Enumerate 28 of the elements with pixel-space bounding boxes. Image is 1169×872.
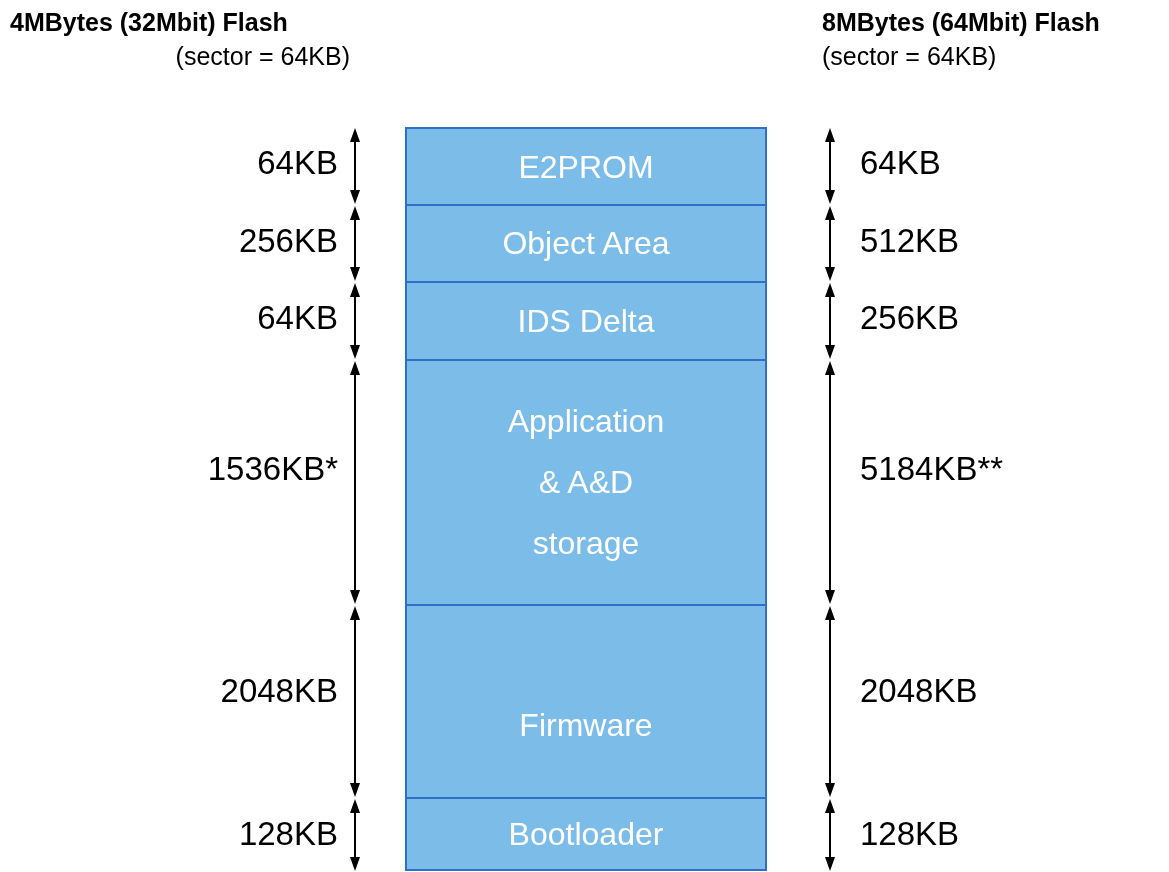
size-label: 2048KB [860, 673, 978, 707]
size-label: 256KB [238, 223, 338, 257]
heading: 8MBytes (64Mbit) Flash [822, 8, 1100, 37]
size-label: 64KB [257, 145, 338, 179]
block-label: Application & A&D storage [506, 402, 666, 563]
size-label: 1536KB* [207, 451, 338, 485]
block-label: Object Area [502, 224, 670, 263]
size-label: 256KB [860, 300, 960, 334]
block-label: E2PROM [518, 147, 654, 187]
memory-block [405, 281, 767, 361]
subheading: (sector = 64KB) [175, 42, 350, 71]
block-label: IDS Delta [517, 301, 655, 341]
size-label: 64KB [257, 300, 338, 334]
size-label: 128KB [860, 816, 960, 850]
block-label: Firmware [519, 706, 653, 745]
memory-block [405, 127, 767, 207]
subheading: (sector = 64KB) [822, 42, 997, 71]
memory-block [405, 359, 767, 606]
memory-block [405, 797, 767, 871]
memory-block [405, 204, 767, 283]
size-label: 512KB [860, 223, 960, 257]
size-label: 128KB [238, 816, 338, 850]
block-label: Bootloader [508, 814, 664, 854]
memory-block [405, 604, 767, 799]
size-label: 2048KB [220, 673, 338, 707]
size-label: 5184KB** [860, 451, 1004, 485]
heading: 4MBytes (32Mbit) Flash [10, 8, 288, 37]
size-label: 64KB [860, 145, 941, 179]
